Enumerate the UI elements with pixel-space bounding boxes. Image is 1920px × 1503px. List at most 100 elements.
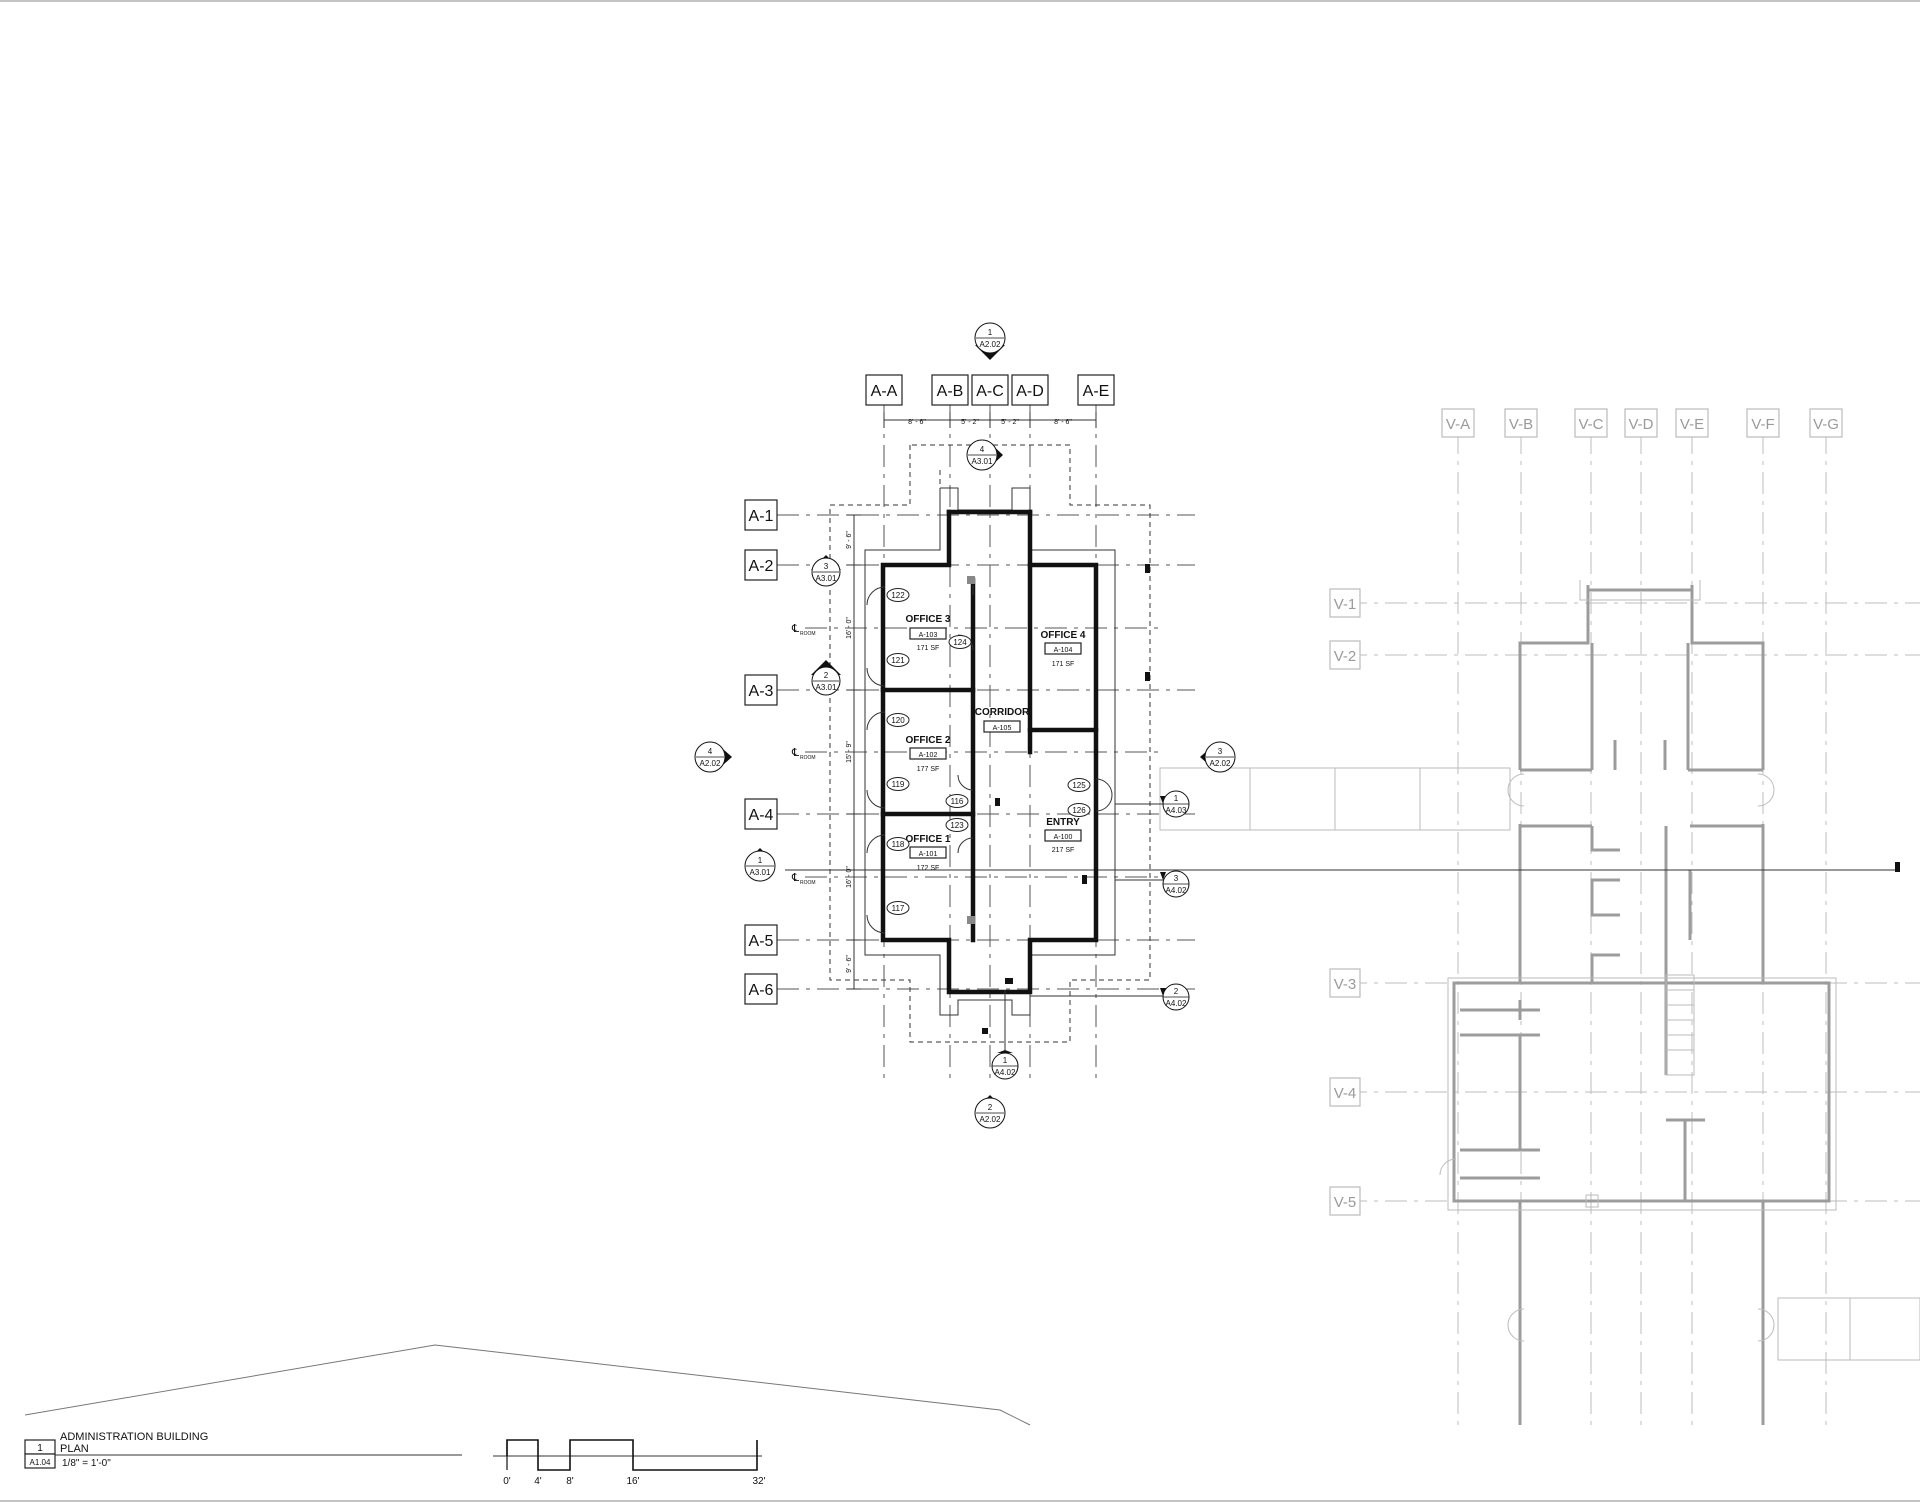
grid-head-v-c: V-C: [1574, 408, 1608, 438]
view-scale: 1/8" = 1'-0": [62, 1458, 111, 1469]
svg-text:V-E: V-E: [1680, 416, 1704, 433]
section-markers: 1 A2.02 4 A3.01 3 A3.01 2 A3.01: [694, 322, 1236, 1129]
dimension-text: 8' - 6": [908, 419, 926, 426]
svg-text:A-101: A-101: [919, 851, 938, 858]
door-tag-122: 122: [886, 588, 910, 602]
svg-text:V-A: V-A: [1446, 416, 1470, 433]
centerline-label: ROOM: [800, 631, 816, 637]
svg-text:V-D: V-D: [1628, 416, 1653, 433]
view-sheet: A1.04: [30, 1458, 51, 1467]
walkway-panels: [1159, 767, 1920, 1361]
svg-text:A4.02: A4.02: [995, 1068, 1016, 1077]
svg-text:V-4: V-4: [1334, 1085, 1357, 1102]
svg-text:A-5: A-5: [749, 933, 774, 950]
section-mark-2-a3-01: 2 A3.01: [811, 660, 841, 696]
admin-grid-lines: [777, 405, 1195, 1080]
svg-text:V-C: V-C: [1578, 416, 1603, 433]
door-tag-119: 119: [886, 777, 910, 791]
svg-text:2: 2: [988, 1103, 993, 1112]
svg-text:A-C: A-C: [976, 383, 1004, 400]
door-tag-117: 117: [886, 901, 910, 915]
svg-text:A2.02: A2.02: [700, 759, 721, 768]
visitor-row-grid-heads: V-1 V-2 V-3 V-4 V-5: [1329, 588, 1361, 1216]
svg-text:OFFICE 1: OFFICE 1: [905, 834, 950, 845]
view-title-line1: ADMINISTRATION BUILDING: [60, 1431, 208, 1443]
svg-text:A4.02: A4.02: [1166, 886, 1187, 895]
door-tag-124: 124: [948, 635, 972, 649]
svg-text:121: 121: [891, 656, 905, 665]
svg-text:A3.01: A3.01: [816, 574, 837, 583]
svg-text:A-2: A-2: [749, 558, 774, 575]
section-mark-1-a3-01: 1 A3.01: [744, 848, 776, 882]
svg-text:3: 3: [824, 562, 829, 571]
admin-row-grid-heads: A-1 A-2 A-3 A-4 A-5 A-6: [744, 499, 778, 1005]
door-tag-126: 126: [1067, 803, 1091, 817]
door-tag-121: 121: [886, 653, 910, 667]
svg-text:A3.01: A3.01: [816, 683, 837, 692]
svg-text:125: 125: [1072, 781, 1086, 790]
svg-text:4: 4: [708, 747, 713, 756]
scale-label: 8': [566, 1476, 574, 1487]
grid-head-a-2: A-2: [744, 549, 778, 581]
svg-text:116: 116: [951, 797, 964, 806]
room-corridor: CORRIDOR A-105: [975, 707, 1030, 733]
svg-text:V-1: V-1: [1334, 596, 1357, 613]
section-mark-4-a3-01: 4 A3.01: [966, 439, 1003, 471]
grid-head-v-3: V-3: [1329, 968, 1361, 998]
visitor-column-grid-heads: V-A V-B V-C V-D V-E V-F V-G: [1441, 408, 1843, 438]
view-title-line2: PLAN: [60, 1443, 89, 1455]
svg-text:2: 2: [1174, 987, 1179, 996]
svg-text:A-1: A-1: [749, 508, 774, 525]
admin-column-grid-heads: A-A A-B A-C A-D A-E: [865, 374, 1115, 406]
admin-walls: [880, 509, 1099, 995]
grid-head-a-a: A-A: [865, 374, 903, 406]
room-office-2: OFFICE 2 A-102 177 SF: [905, 735, 950, 773]
svg-text:122: 122: [891, 591, 905, 600]
svg-text:V-G: V-G: [1813, 416, 1839, 433]
svg-text:A3.01: A3.01: [750, 868, 771, 877]
dimension-text: 9' - 6": [846, 955, 853, 973]
grid-head-a-5: A-5: [744, 924, 778, 956]
svg-text:A4.02: A4.02: [1166, 999, 1187, 1008]
svg-text:171 SF: 171 SF: [1052, 661, 1075, 668]
svg-text:V-F: V-F: [1751, 416, 1774, 433]
svg-text:A-6: A-6: [749, 982, 774, 999]
visitor-walls: [1439, 580, 1837, 1425]
door-tag-123: 123: [945, 818, 969, 832]
svg-text:A2.02: A2.02: [1210, 759, 1231, 768]
elevation-mark-4-a2-02: 4 A2.02: [694, 741, 732, 773]
section-mark-2-a4-02: 2 A4.02: [1030, 983, 1190, 1011]
svg-text:A-A: A-A: [871, 383, 898, 400]
svg-text:2: 2: [824, 671, 829, 680]
svg-text:OFFICE 4: OFFICE 4: [1040, 630, 1085, 641]
grid-head-v-f: V-F: [1746, 408, 1780, 438]
svg-text:V-2: V-2: [1334, 648, 1357, 665]
svg-text:4: 4: [980, 445, 985, 454]
svg-text:123: 123: [950, 821, 964, 830]
grid-head-v-2: V-2: [1329, 640, 1361, 670]
svg-text:A-100: A-100: [1054, 834, 1073, 841]
section-mark-3-a4-02: 3 A4.02: [1115, 870, 1190, 898]
door-tag-125: 125: [1067, 778, 1091, 792]
admin-outline: [864, 487, 1116, 1016]
svg-text:A-102: A-102: [919, 752, 938, 759]
svg-text:A-103: A-103: [919, 632, 938, 639]
door-tag-118: 118: [886, 837, 910, 851]
dimension-left: 9' - 6" 16' - 0" 15' - 9" 16' - 0" 9' - …: [846, 514, 861, 990]
svg-text:A2.02: A2.02: [980, 1115, 1001, 1124]
room-office-4: OFFICE 4 A-104 171 SF: [1040, 630, 1085, 668]
section-line-end: [1895, 862, 1900, 872]
svg-text:171 SF: 171 SF: [917, 645, 940, 652]
svg-text:118: 118: [892, 840, 905, 849]
grid-head-a-1: A-1: [744, 499, 778, 531]
dimension-text: 8' - 6": [1054, 419, 1072, 426]
svg-text:124: 124: [953, 638, 967, 647]
roof-profile-line: [24, 1344, 1031, 1426]
grid-head-a-c: A-C: [971, 374, 1009, 406]
view-title-block: 1 A1.04 ADMINISTRATION BUILDING PLAN 1/8…: [24, 1431, 462, 1469]
door-swings: [866, 564, 1150, 1034]
svg-text:A-E: A-E: [1083, 383, 1110, 400]
room-centerline-marks: ℄ ROOM ℄ ROOM ℄ ROOM: [791, 623, 816, 886]
svg-text:A-105: A-105: [993, 725, 1012, 732]
